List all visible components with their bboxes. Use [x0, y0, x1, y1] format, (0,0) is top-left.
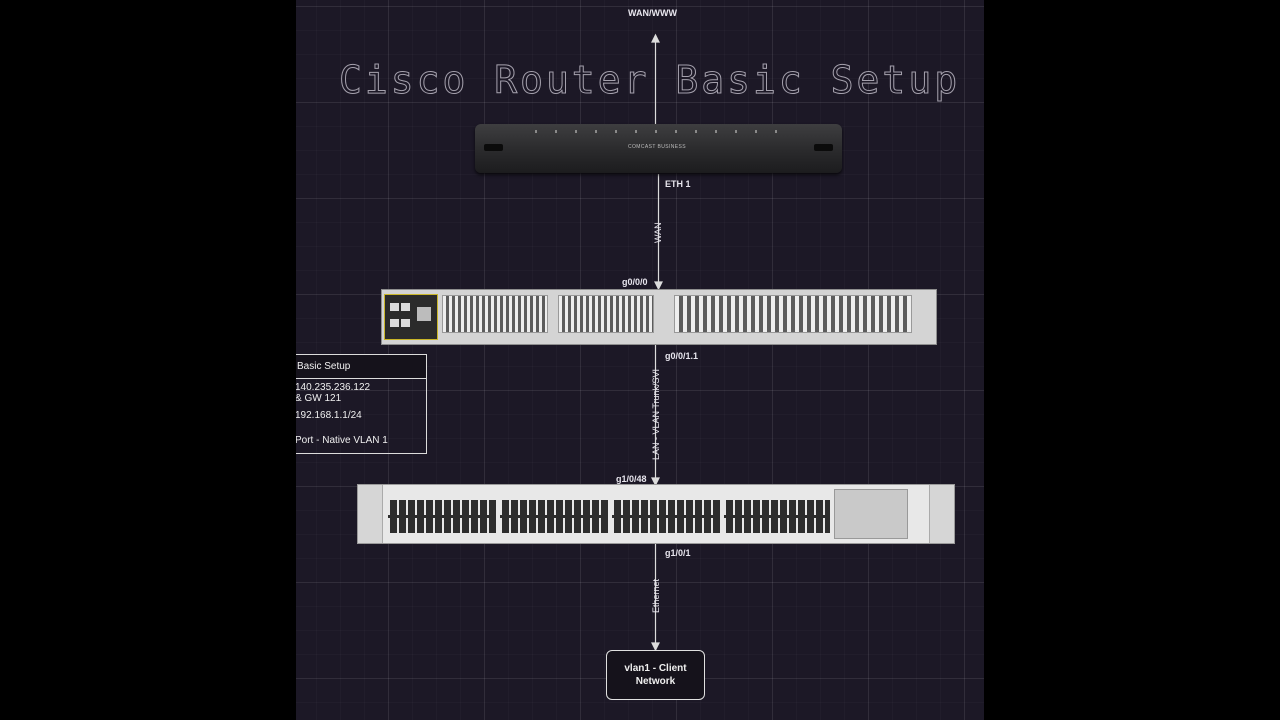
switch-arrow-head: [651, 477, 660, 487]
router-lan-port-label: g0/0/1.1: [665, 351, 699, 361]
switch-rack-ear-left: [358, 485, 383, 543]
modem-vent-right: [814, 144, 833, 151]
modem-vent-left: [484, 144, 503, 151]
client-network-node: vlan1 - Client Network: [606, 650, 705, 700]
info-gateway: & GW 121: [296, 393, 342, 404]
connection-lines: [651, 33, 663, 652]
router-arrow-head: [654, 281, 663, 291]
switch-access-port-label: g1/0/1: [665, 548, 691, 558]
info-lan-ip: 192.168.1.1/24: [296, 410, 362, 421]
switch-uplink-module: [834, 489, 908, 539]
info-native-vlan: Port - Native VLAN 1: [296, 435, 388, 446]
router-vent-3: [674, 295, 912, 333]
modem-port-label: ETH 1: [665, 179, 691, 189]
switch-port-bank-1: [388, 500, 496, 533]
switch-port-bank-4: [724, 500, 830, 533]
router-port-module: [384, 294, 438, 340]
diagram-canvas: WAN/WWW Cisco Router Basic Setup COMCAST…: [296, 0, 984, 720]
switch-port-bank-2: [500, 500, 608, 533]
wan-link-label: WAN: [653, 222, 663, 243]
info-wan-ip: 140.235.236.122: [296, 382, 371, 393]
wan-www-label: WAN/WWW: [628, 8, 677, 18]
client-arrow-head: [651, 642, 660, 652]
switch-rack-ear-right: [929, 485, 954, 543]
router-wan-port-label: g0/0/0: [622, 277, 648, 287]
ethernet-link-label: Ethernet: [651, 578, 661, 613]
cisco-router: [381, 289, 937, 345]
client-network-label: vlan1 - Client Network: [624, 663, 687, 687]
wan-arrow-head: [651, 33, 660, 43]
switch-uplink-port-label: g1/0/48: [616, 474, 647, 484]
trunk-link-label: LAN - VLAN Trunk/SVI: [651, 368, 661, 460]
cisco-switch: [357, 484, 955, 544]
diagram-title: Cisco Router Basic Setup: [338, 58, 961, 103]
router-vent-1: [442, 295, 548, 333]
comcast-modem: COMCAST BUSINESS: [475, 124, 842, 173]
modem-leds: [535, 130, 785, 133]
modem-brand-label: COMCAST BUSINESS: [628, 144, 686, 150]
info-box-header: Basic Setup: [296, 355, 426, 379]
switch-port-bank-3: [612, 500, 720, 533]
basic-setup-info-box: Basic Setup 140.235.236.122 & GW 121 192…: [296, 354, 427, 454]
router-vent-2: [558, 295, 654, 333]
